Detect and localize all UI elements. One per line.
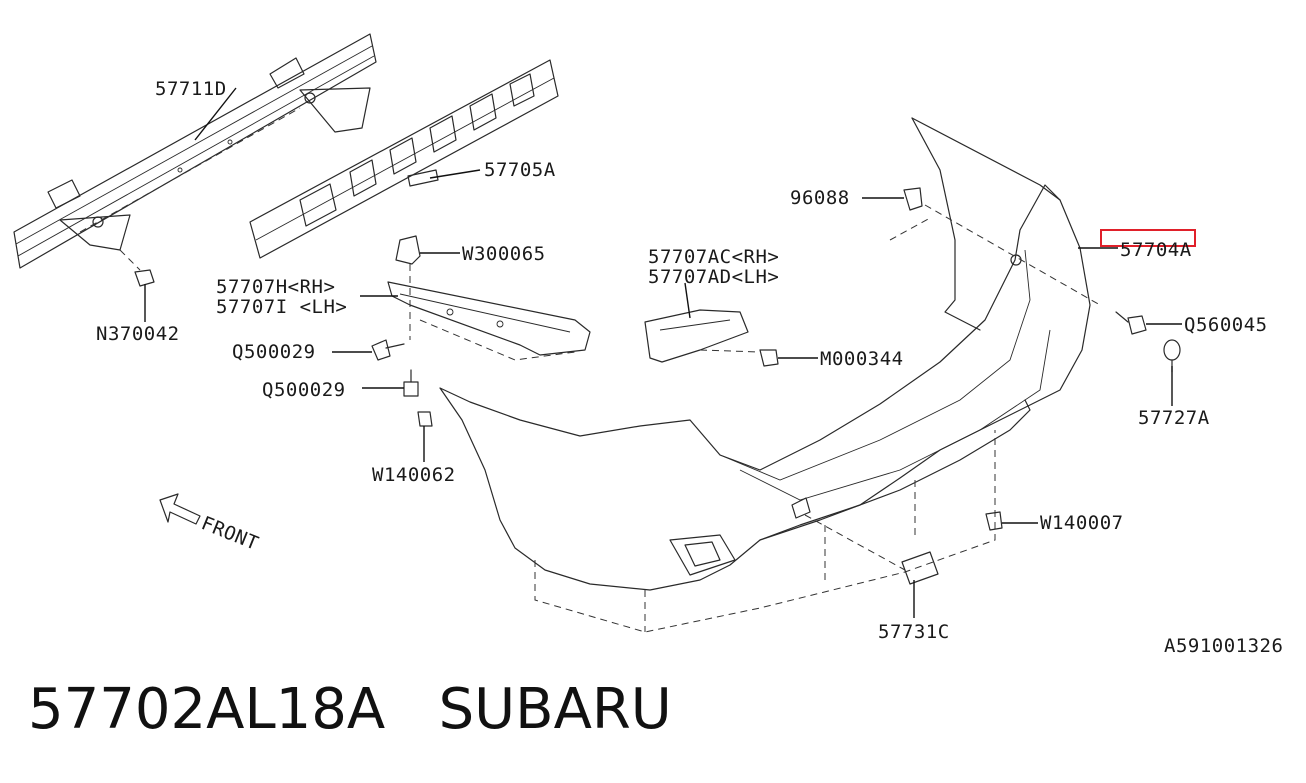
label-57727A[interactable]: 57727A bbox=[1138, 407, 1210, 429]
label-57711D[interactable]: 57711D bbox=[155, 78, 227, 100]
part-number: 57702AL18A bbox=[28, 677, 386, 742]
part-caption: 57702AL18A SUBARU bbox=[28, 682, 672, 738]
front-direction-indicator: FRONT bbox=[159, 493, 262, 555]
label-Q500029-upper[interactable]: Q500029 bbox=[232, 341, 316, 363]
label-M000344[interactable]: M000344 bbox=[820, 348, 904, 370]
label-57707H[interactable]: 57707H<RH> bbox=[216, 276, 335, 298]
label-Q560045[interactable]: Q560045 bbox=[1184, 314, 1268, 336]
label-W140007[interactable]: W140007 bbox=[1040, 512, 1124, 534]
front-label: FRONT bbox=[198, 512, 262, 555]
label-W300065[interactable]: W300065 bbox=[462, 243, 546, 265]
label-57731C[interactable]: 57731C bbox=[878, 621, 950, 643]
label-N370042[interactable]: N370042 bbox=[96, 323, 180, 345]
center-bracket-drawing bbox=[644, 309, 761, 363]
side-bracket-drawing bbox=[387, 235, 591, 361]
leader-lines bbox=[144, 87, 1182, 618]
label-57704A[interactable]: 57704A bbox=[1120, 239, 1192, 261]
highlight-box bbox=[1100, 229, 1196, 247]
label-57707I[interactable]: 57707I <LH> bbox=[216, 296, 347, 318]
label-57705A[interactable]: 57705A bbox=[484, 159, 556, 181]
bumper-cover-drawing bbox=[439, 117, 1101, 633]
diagram-id: A591001326 bbox=[1164, 635, 1283, 657]
label-96088[interactable]: 96088 bbox=[790, 187, 850, 209]
brand-name: SUBARU bbox=[438, 677, 672, 742]
label-Q500029-lower[interactable]: Q500029 bbox=[262, 379, 346, 401]
label-W140062[interactable]: W140062 bbox=[372, 464, 456, 486]
energy-absorber-drawing bbox=[249, 59, 559, 259]
label-57707AC[interactable]: 57707AC<RH> bbox=[648, 246, 779, 268]
bumper-beam-drawing bbox=[13, 33, 377, 271]
front-arrow-icon bbox=[159, 493, 201, 525]
part-labels: 57711D 57705A 96088 57704A W300065 57707… bbox=[96, 78, 1283, 657]
label-57707AD[interactable]: 57707AD<LH> bbox=[648, 266, 779, 288]
